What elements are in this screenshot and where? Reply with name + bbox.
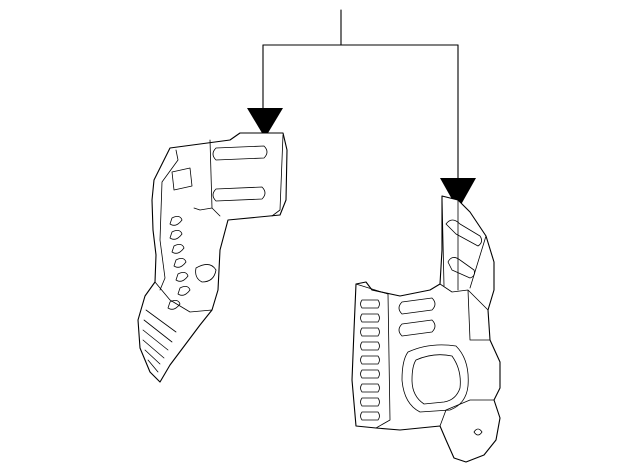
left-rib <box>142 339 165 359</box>
right-hole <box>360 341 380 351</box>
left-rib <box>142 329 169 351</box>
left-shield-rim <box>159 149 179 291</box>
right-hole <box>360 369 380 379</box>
right-hole-column <box>360 299 380 421</box>
left-rib <box>144 349 161 365</box>
right-center-slot-2 <box>398 319 436 337</box>
right-emboss-outer <box>401 344 469 413</box>
left-shield-inner-edge <box>193 139 221 217</box>
right-bracket-edge <box>439 399 495 427</box>
right-bracket-hole <box>473 428 483 436</box>
left-foot-edge <box>154 281 213 313</box>
right-hole <box>360 355 380 365</box>
left-slot-2 <box>212 186 266 202</box>
callout-leader <box>247 9 476 210</box>
left-rib <box>147 359 159 373</box>
left-shield-outline <box>137 132 288 383</box>
left-hole-row <box>167 216 191 310</box>
right-hole <box>360 313 380 323</box>
right-fin-edge <box>441 195 487 291</box>
left-hole <box>177 286 191 296</box>
left-shield-flange <box>271 134 284 217</box>
right-fin-slot-1 <box>445 219 482 247</box>
left-hole <box>167 300 181 310</box>
right-center-slot-1 <box>398 297 436 315</box>
left-hole <box>171 244 185 254</box>
right-emboss-inner <box>411 354 461 405</box>
left-hole <box>173 258 187 268</box>
right-hole <box>360 397 380 407</box>
right-hole <box>360 383 380 393</box>
left-arrowhead <box>247 108 283 138</box>
right-arrowhead <box>440 178 476 210</box>
left-heat-shield <box>137 132 288 383</box>
left-tab <box>171 167 193 191</box>
right-hole <box>360 411 380 421</box>
left-hole <box>175 272 189 282</box>
left-rib <box>145 309 177 333</box>
left-hole <box>169 216 183 226</box>
right-side-flange <box>355 283 391 429</box>
left-ribs <box>142 309 177 373</box>
right-hole <box>360 327 380 337</box>
left-boss <box>195 264 217 283</box>
right-shield-outline <box>351 195 501 463</box>
right-heat-shield <box>351 195 501 463</box>
left-slot-1 <box>212 145 268 161</box>
left-rib <box>143 319 173 343</box>
right-hole <box>360 299 380 309</box>
right-body-contour <box>439 283 491 341</box>
right-fin-slot-2 <box>447 257 475 279</box>
left-hole <box>169 230 183 240</box>
